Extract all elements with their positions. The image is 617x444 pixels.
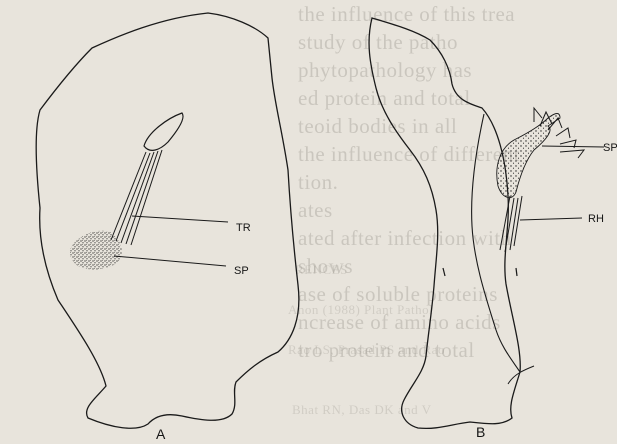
trichome-strands (111, 150, 162, 245)
panel-b-basal-strand (508, 366, 534, 384)
panel-a-label: A (156, 426, 166, 442)
panel-a-basal-cell (144, 113, 183, 150)
panel-a: TR SP A (36, 13, 299, 442)
label-tr: TR (236, 222, 251, 234)
leader-line-tr (132, 216, 228, 222)
label-sp-a: SP (234, 265, 249, 277)
panel-b-label: B (476, 424, 485, 440)
leader-line-sp-a (114, 256, 226, 266)
spore-mass-b (497, 114, 560, 198)
panel-b-outline (369, 18, 520, 428)
panel-b: SP RH B (369, 18, 617, 440)
spore-mass-a (70, 231, 122, 270)
label-sp-b: SP (603, 142, 617, 154)
label-rh: RH (588, 213, 604, 225)
marking-b-right (516, 268, 517, 276)
leader-line-rh (520, 218, 582, 220)
rhizoid-strands (500, 196, 522, 252)
leader-line-sp-b (542, 146, 604, 147)
marking-b-left (443, 268, 445, 276)
panel-a-outline (36, 13, 299, 428)
